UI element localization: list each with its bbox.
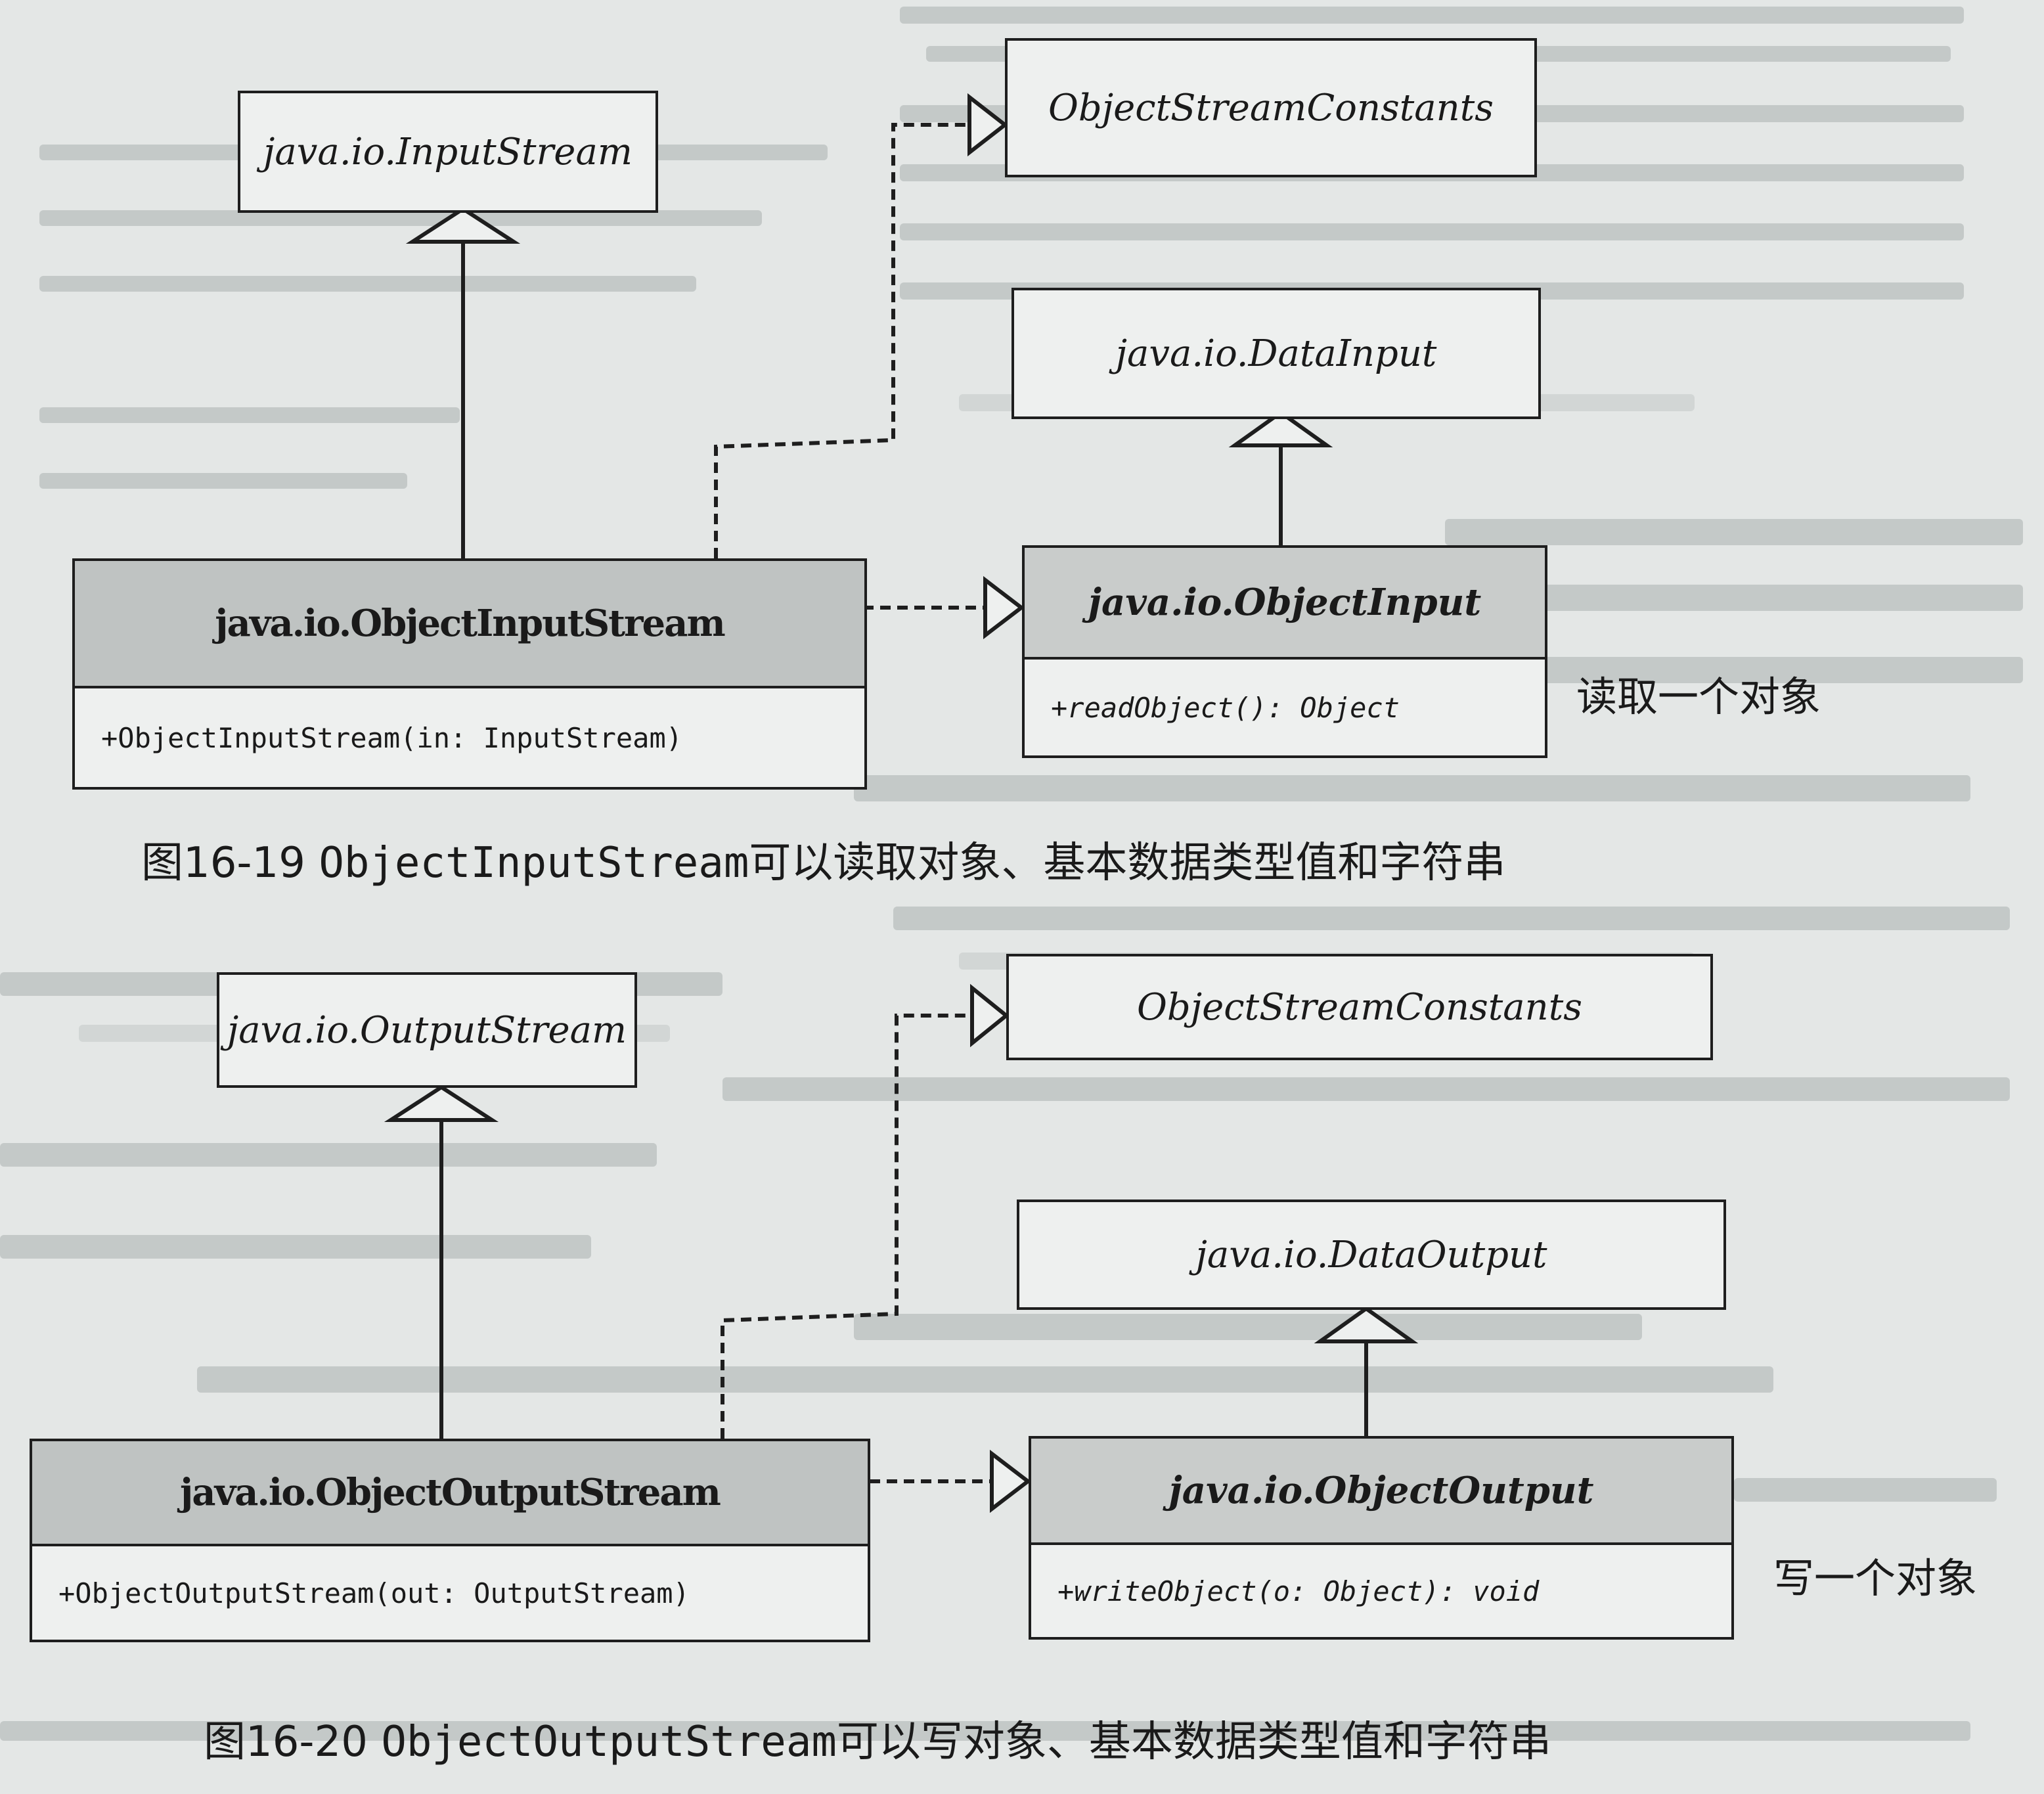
caption-text: 可以读取对象、基本数据类型值和字符串 — [749, 839, 1506, 887]
class-object-stream-constants-20: ObjectStreamConstants — [1006, 954, 1713, 1060]
caption-number: 图16-20 — [204, 1718, 368, 1766]
class-name: java.io.ObjectInput — [1025, 548, 1545, 657]
caption-class: ObjectOutputStream — [381, 1718, 837, 1766]
interface-object-output: java.io.ObjectOutput +writeObject(o: Obj… — [1029, 1436, 1734, 1640]
class-object-output-stream: java.io.ObjectOutputStream +ObjectOutput… — [30, 1439, 870, 1642]
class-name: java.io.ObjectInputStream — [75, 561, 864, 686]
generalization-arrowhead-datainput — [1228, 410, 1333, 447]
realization-arrowhead-objectinput — [983, 575, 1025, 640]
realization-line-objectoutputstream-to-constants-20 — [721, 1014, 972, 1439]
class-object-stream-constants-19: ObjectStreamConstants — [1005, 38, 1537, 177]
note-write-object: 写一个对象 — [1773, 1554, 1978, 1602]
class-name: ObjectStreamConstants — [1048, 86, 1494, 129]
realization-arrowhead-constants-20 — [970, 983, 1010, 1048]
generalization-arrowhead-dataoutput — [1314, 1306, 1419, 1343]
class-name: java.io.ObjectOutput — [1031, 1439, 1731, 1542]
class-name: ObjectStreamConstants — [1137, 985, 1582, 1029]
class-name: java.io.OutputStream — [227, 1008, 627, 1052]
class-method: +readObject(): Object — [1025, 657, 1545, 755]
interface-object-input: java.io.ObjectInput +readObject(): Objec… — [1022, 545, 1547, 758]
class-method: +writeObject(o: Object): void — [1031, 1542, 1731, 1637]
caption-class: ObjectInputStream — [319, 839, 749, 887]
figure-caption-16-20: 图16-20 ObjectOutputStream可以写对象、基本数据类型值和字… — [204, 1708, 1551, 1768]
class-name: java.io.DataOutput — [1195, 1233, 1547, 1276]
class-name: java.io.DataInput — [1115, 332, 1437, 375]
class-constructor: +ObjectInputStream(in: InputStream) — [75, 686, 864, 787]
class-data-input: java.io.DataInput — [1011, 288, 1541, 419]
caption-text: 可以写对象、基本数据类型值和字符串 — [836, 1718, 1551, 1766]
class-object-input-stream: java.io.ObjectInputStream +ObjectInputSt… — [72, 558, 867, 790]
generalization-arrowhead-outputstream — [384, 1085, 499, 1122]
realization-arrowhead-constants-19 — [967, 93, 1008, 157]
class-output-stream: java.io.OutputStream — [217, 972, 637, 1088]
class-name: java.io.InputStream — [263, 130, 633, 173]
caption-number: 图16-19 — [141, 839, 305, 887]
realization-line-objectinputstream-to-constants-19 — [714, 123, 969, 558]
figure-caption-16-19: 图16-19 ObjectInputStream可以读取对象、基本数据类型值和字… — [141, 829, 1505, 889]
note-read-object: 读取一个对象 — [1576, 673, 1821, 721]
class-input-stream: java.io.InputStream — [238, 91, 658, 213]
realization-arrowhead-objectoutput — [990, 1449, 1031, 1514]
generalization-arrowhead-inputstream — [405, 206, 521, 244]
class-constructor: +ObjectOutputStream(out: OutputStream) — [32, 1544, 868, 1640]
class-name: java.io.ObjectOutputStream — [32, 1441, 868, 1544]
class-data-output: java.io.DataOutput — [1017, 1200, 1726, 1310]
